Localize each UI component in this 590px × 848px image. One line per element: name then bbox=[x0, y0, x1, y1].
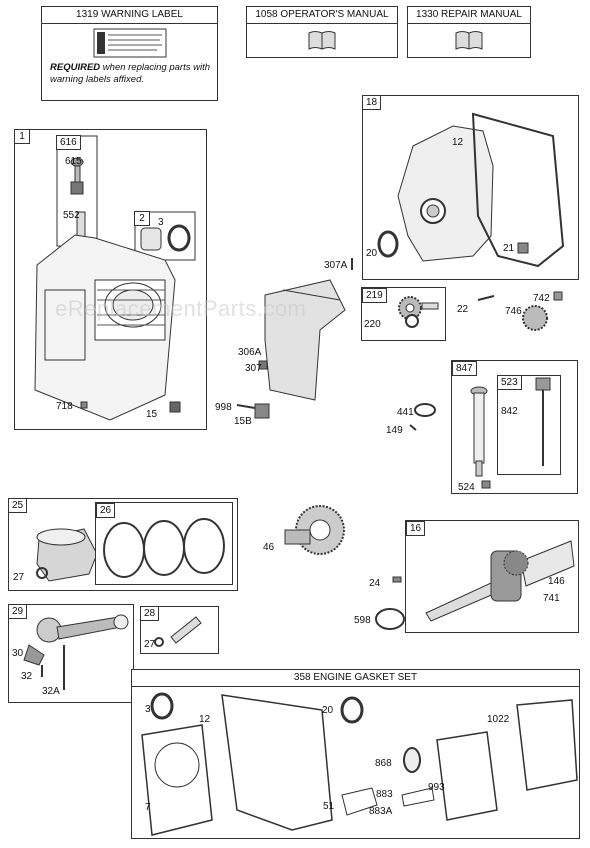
watermark: eReplacementParts.com bbox=[55, 296, 307, 321]
label-15: 15 bbox=[146, 409, 158, 420]
label-552: 552 bbox=[63, 210, 80, 221]
label-306a: 306A bbox=[238, 347, 262, 358]
crankcase-cover-box bbox=[362, 95, 579, 280]
label-741: 741 bbox=[543, 593, 560, 604]
warning-label-box: 1319 WARNING LABEL REQUIRED when replaci… bbox=[41, 6, 218, 101]
label-7: 7 bbox=[145, 802, 151, 813]
repair-manual-header: 1330 REPAIR MANUAL bbox=[408, 7, 530, 24]
label-24: 24 bbox=[369, 578, 381, 589]
label-gasket-3: 3 bbox=[145, 704, 151, 715]
label-22: 22 bbox=[457, 304, 469, 315]
crankshaft-box bbox=[405, 520, 579, 633]
label-gasket-12: 12 bbox=[199, 714, 211, 725]
label-883: 883 bbox=[376, 789, 393, 800]
label-868: 868 bbox=[375, 758, 392, 769]
piston-rings-drawing bbox=[103, 518, 225, 578]
book-icon bbox=[308, 31, 336, 50]
label-998: 998 bbox=[215, 402, 232, 413]
label-21: 21 bbox=[503, 243, 515, 254]
operators-manual-box: 1058 OPERATOR'S MANUAL bbox=[246, 6, 398, 58]
crankshaft-drawing bbox=[425, 540, 575, 622]
crankcase-cover-drawing bbox=[377, 112, 565, 268]
tag-29: 29 bbox=[8, 604, 28, 619]
tag-28: 28 bbox=[140, 606, 160, 621]
label-32a: 32A bbox=[42, 686, 60, 697]
tag-847: 847 bbox=[452, 361, 477, 376]
label-46: 46 bbox=[263, 542, 275, 553]
label-742: 742 bbox=[533, 293, 550, 304]
label-307a: 307A bbox=[324, 260, 348, 271]
label-12: 12 bbox=[452, 137, 464, 148]
tag-523: 523 bbox=[497, 375, 522, 390]
connecting-rod-box bbox=[8, 604, 134, 703]
dipstick-tube-drawing bbox=[470, 386, 491, 489]
label-32: 32 bbox=[21, 671, 33, 682]
warning-label-header: 1319 WARNING LABEL bbox=[42, 7, 217, 24]
tag-1: 1 bbox=[14, 129, 30, 144]
label-146: 146 bbox=[548, 576, 565, 587]
tag-18: 18 bbox=[362, 95, 382, 110]
gasket-set-drawing bbox=[141, 692, 578, 836]
piston-rings-box bbox=[95, 502, 233, 585]
label-51: 51 bbox=[323, 801, 335, 812]
label-307: 307 bbox=[245, 363, 262, 374]
cylinder-block-drawing bbox=[34, 135, 196, 421]
piston-drawing bbox=[36, 528, 98, 582]
gasket-set-box: 358 ENGINE GASKET SET bbox=[131, 669, 580, 839]
label-598: 598 bbox=[354, 615, 371, 626]
connecting-rod-drawing bbox=[23, 614, 129, 690]
label-1022: 1022 bbox=[487, 714, 510, 725]
label-993: 993 bbox=[428, 782, 445, 793]
tag-25: 25 bbox=[8, 498, 28, 513]
tag-2: 2 bbox=[134, 211, 150, 226]
operators-manual-header: 1058 OPERATOR'S MANUAL bbox=[247, 7, 397, 24]
tag-26: 26 bbox=[96, 503, 116, 518]
label-883a: 883A bbox=[369, 806, 393, 817]
label-718: 718 bbox=[56, 401, 73, 412]
label-15b: 15B bbox=[234, 416, 252, 427]
label-746: 746 bbox=[505, 306, 522, 317]
warning-label-note: REQUIRED when replacing parts with warni… bbox=[50, 62, 220, 86]
tag-219: 219 bbox=[362, 288, 387, 303]
tag-616: 616 bbox=[56, 135, 81, 150]
label-27: 27 bbox=[13, 572, 25, 583]
label-3: 3 bbox=[158, 217, 164, 228]
label-30: 30 bbox=[12, 648, 24, 659]
label-615: 615 bbox=[65, 156, 82, 167]
cylinder-block-box bbox=[14, 129, 207, 430]
warning-note-bold: REQUIRED bbox=[50, 62, 101, 73]
repair-manual-box: 1330 REPAIR MANUAL bbox=[407, 6, 531, 58]
label-gasket-20: 20 bbox=[322, 705, 334, 716]
label-524: 524 bbox=[458, 482, 475, 493]
piston-pin-drawing bbox=[154, 616, 202, 647]
dipstick-drawing bbox=[535, 377, 551, 466]
label-220: 220 bbox=[364, 319, 381, 330]
warning-label-icon bbox=[93, 28, 167, 58]
label-149: 149 bbox=[386, 425, 403, 436]
book-icon bbox=[455, 31, 483, 50]
tag-16: 16 bbox=[406, 521, 426, 536]
label-27b: 27 bbox=[144, 639, 156, 650]
dipstick-box bbox=[497, 375, 561, 475]
warning-note-text: when replacing parts with warning labels… bbox=[50, 62, 210, 85]
label-842: 842 bbox=[501, 406, 518, 417]
gasket-set-header: 358 ENGINE GASKET SET bbox=[132, 670, 579, 687]
label-20: 20 bbox=[366, 248, 378, 259]
label-441: 441 bbox=[397, 407, 414, 418]
governor-gear-drawing bbox=[398, 296, 439, 328]
